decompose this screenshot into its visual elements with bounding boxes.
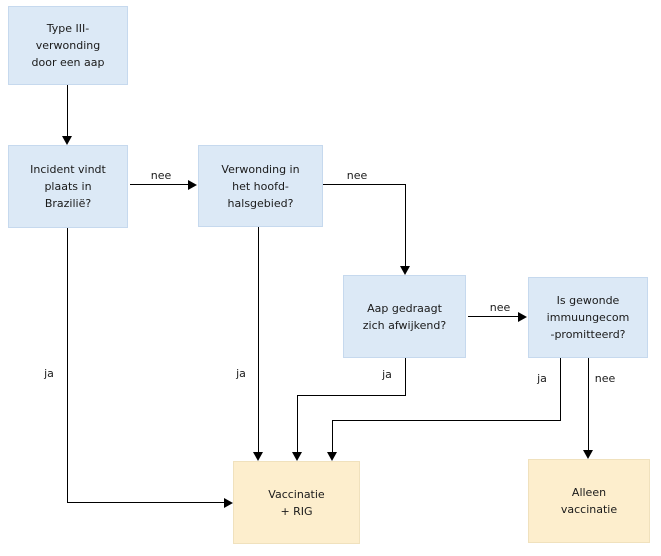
edge-label-nee: nee	[150, 169, 172, 182]
node-text-line: Verwonding in	[221, 162, 300, 176]
node-wound-head-neck: Verwonding in het hoofd- halsgebied?	[198, 145, 323, 227]
arrow-down-icon	[62, 136, 72, 145]
edge-label-ja: ja	[236, 367, 246, 380]
edge-label-nee: nee	[489, 301, 511, 314]
node-text-line: + RIG	[280, 504, 313, 518]
connector-line	[297, 395, 406, 396]
node-text-line: Brazilië?	[44, 197, 92, 210]
edge-label-ja: ja	[44, 367, 54, 380]
node-text-line: Incident vindt	[30, 163, 106, 176]
node-text-line: Is gewonde	[556, 294, 620, 307]
node-text-line: halsgebied?	[227, 196, 294, 210]
connector-line	[323, 184, 406, 185]
arrow-down-icon	[253, 452, 263, 461]
connector-line	[67, 502, 225, 503]
connector-line	[588, 358, 589, 451]
node-text-line: Type III-	[46, 22, 90, 35]
node-monkey-abnormal-behavior: Aap gedraagt zich afwijkend?	[343, 275, 466, 358]
node-text-line: verwonding	[35, 39, 101, 52]
connector-line	[258, 227, 259, 453]
connector-line	[332, 420, 333, 453]
arrow-down-icon	[292, 452, 302, 461]
connector-line	[405, 184, 406, 266]
connector-line	[405, 358, 406, 396]
node-text-line: Aap gedraagt	[367, 301, 442, 315]
arrow-right-icon	[188, 180, 197, 190]
node-text-line: het hoofd-	[232, 179, 289, 193]
node-text-line: door een aap	[31, 56, 105, 69]
node-text-line: Alleen	[571, 486, 607, 499]
connector-line	[468, 316, 519, 317]
connector-line	[130, 184, 189, 185]
node-text-line: immuungecom	[546, 311, 630, 324]
node-incident-in-brazil: Incident vindt plaats in Brazilië?	[8, 145, 128, 228]
node-text-line: vaccinatie	[560, 503, 618, 516]
node-result-vaccination-plus-rig: Vaccinatie + RIG	[233, 461, 360, 544]
arrow-down-icon	[327, 452, 337, 461]
node-text-line: -promitteerd?	[550, 328, 626, 341]
node-text-line: zich afwijkend?	[362, 318, 447, 332]
edge-label-nee: nee	[346, 169, 368, 182]
node-result-vaccination-only: Alleen vaccinatie	[528, 459, 650, 543]
node-text-line: Vaccinatie	[268, 487, 325, 501]
edge-label-nee: nee	[594, 372, 616, 385]
connector-line	[560, 358, 561, 421]
node-type3-wound-by-monkey: Type III- verwonding door een aap	[8, 6, 128, 85]
arrow-down-icon	[400, 266, 410, 275]
connector-line	[67, 228, 68, 503]
arrow-down-icon	[583, 450, 593, 459]
connector-line	[67, 85, 68, 137]
arrow-right-icon	[224, 498, 233, 508]
edge-label-ja: ja	[382, 368, 392, 381]
arrow-right-icon	[518, 312, 527, 322]
edge-label-ja: ja	[537, 372, 547, 385]
node-immunocompromised: Is gewonde immuungecom -promitteerd?	[528, 277, 648, 358]
connector-line	[297, 395, 298, 453]
node-text-line: plaats in	[44, 180, 92, 193]
connector-line	[332, 420, 561, 421]
